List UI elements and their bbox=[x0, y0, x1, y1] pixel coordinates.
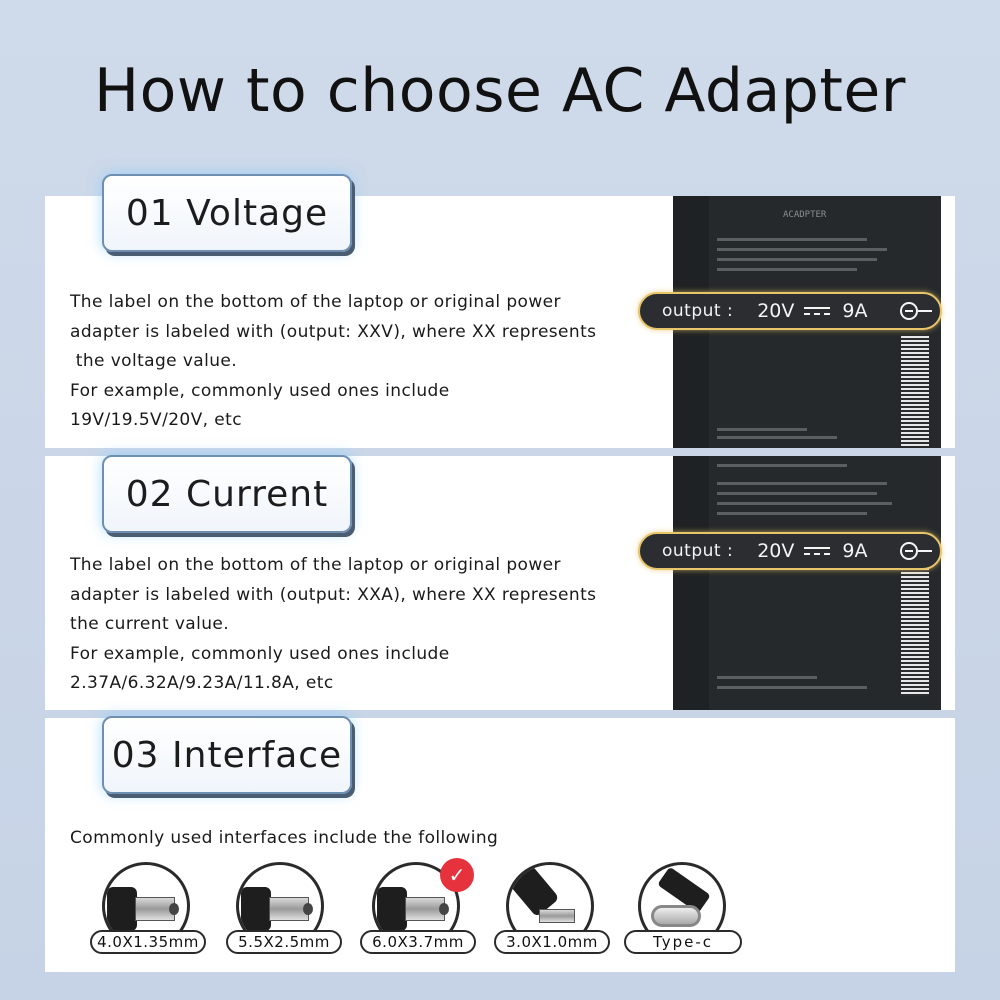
text-line: adapter is labeled with (output: XXV), w… bbox=[70, 321, 597, 342]
text-line: the voltage value. bbox=[70, 351, 238, 371]
interface-description: Commonly used interfaces include the fol… bbox=[70, 824, 630, 854]
text-line: 19V/19.5V/20V, etc bbox=[70, 410, 242, 430]
text-line: The label on the bottom of the laptop or… bbox=[70, 555, 561, 575]
polarity-icon bbox=[898, 540, 934, 562]
text-line: Commonly used interfaces include the fol… bbox=[70, 828, 499, 848]
current-output-callout: output : 20V 9A bbox=[638, 532, 942, 570]
current-description: The label on the bottom of the laptop or… bbox=[70, 551, 630, 699]
text-line: For example, commonly used ones include bbox=[70, 380, 450, 401]
text-line: adapter is labeled with (output: XXA), w… bbox=[70, 584, 597, 605]
text-line: For example, commonly used ones include bbox=[70, 643, 450, 664]
voltage-output-callout: output : 20V 9A bbox=[638, 292, 942, 330]
adapter-label-title: ACADPTER bbox=[783, 210, 827, 220]
dc-symbol-icon bbox=[804, 545, 831, 557]
output-voltage: 20V bbox=[757, 540, 795, 562]
output-current: 9A bbox=[842, 540, 868, 562]
selected-check-icon: ✓ bbox=[440, 858, 474, 892]
connector-label: 6.0X3.7mm bbox=[360, 930, 476, 954]
connector-label: Type-c bbox=[624, 930, 742, 954]
output-voltage: 20V bbox=[757, 300, 795, 322]
polarity-icon bbox=[898, 300, 934, 322]
output-current: 9A bbox=[842, 300, 868, 322]
text-line: The label on the bottom of the laptop or… bbox=[70, 292, 561, 312]
adapter-label-image bbox=[673, 456, 941, 710]
output-label: output : bbox=[662, 301, 734, 321]
current-heading: 02 Current bbox=[102, 455, 352, 533]
connector-label: 3.0X1.0mm bbox=[494, 930, 610, 954]
text-line: 2.37A/6.32A/9.23A/11.8A, etc bbox=[70, 673, 334, 693]
output-label: output : bbox=[662, 541, 734, 561]
text-line: the current value. bbox=[70, 614, 230, 634]
connector-label: 5.5X2.5mm bbox=[226, 930, 342, 954]
interface-heading: 03 Interface bbox=[102, 716, 352, 794]
page-title: How to choose AC Adapter bbox=[94, 56, 906, 126]
dc-symbol-icon bbox=[804, 305, 831, 317]
voltage-description: The label on the bottom of the laptop or… bbox=[70, 288, 630, 436]
voltage-heading: 01 Voltage bbox=[102, 174, 352, 252]
connector-label: 4.0X1.35mm bbox=[90, 930, 206, 954]
